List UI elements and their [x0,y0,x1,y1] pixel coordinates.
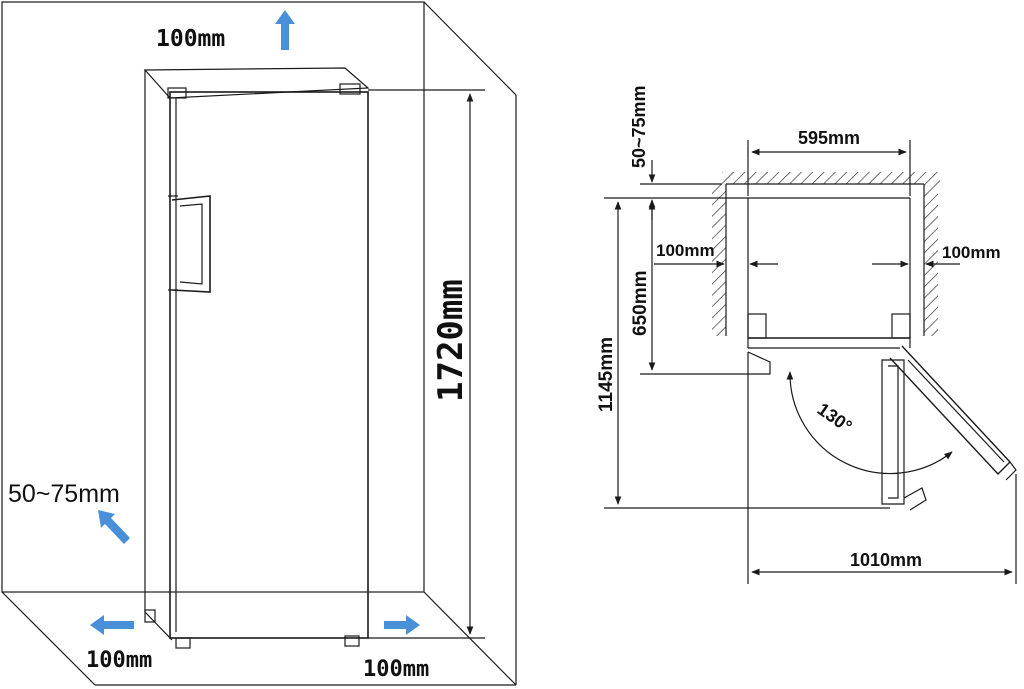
left-labels: 100mm 1720mm 50~75mm 100mm 100mm [8,26,471,682]
walls [712,172,940,336]
blue-arrow-icon [90,615,134,635]
width-label: 595mm [798,128,860,148]
top-clearance-label: 100mm [156,26,225,52]
height-dimension [368,89,485,639]
total-width-open-label: 1010mm [850,550,922,570]
door-angle-label: 130° [814,399,856,437]
right-view [604,140,1017,584]
dimensions [604,140,1017,584]
left-clearance-label: 100mm [86,648,152,673]
right-labels: 50~75mm 595mm 100mm 100mm 650mm 1145mm 1… [596,85,1001,570]
side-left-label: 100mm [656,241,715,260]
right-clearance-label: 100mm [363,657,429,682]
blue-arrow-icon [384,615,420,635]
fridge-handle [168,195,211,293]
back-clearance-label: 50~75mm [8,480,120,508]
back-gap-label: 50~75mm [629,85,649,168]
room-box [1,1,517,686]
depth-label: 650mm [630,271,651,337]
blue-arrows [90,10,420,635]
total-depth-label: 1145mm [596,337,617,412]
fridge-plan [747,197,1017,511]
blue-arrow-icon [275,10,295,50]
side-right-label: 100mm [942,243,1001,262]
left-view [1,1,517,686]
fridge-body [143,67,370,649]
height-label: 1720mm [431,279,471,402]
blue-arrow-icon [98,510,130,544]
